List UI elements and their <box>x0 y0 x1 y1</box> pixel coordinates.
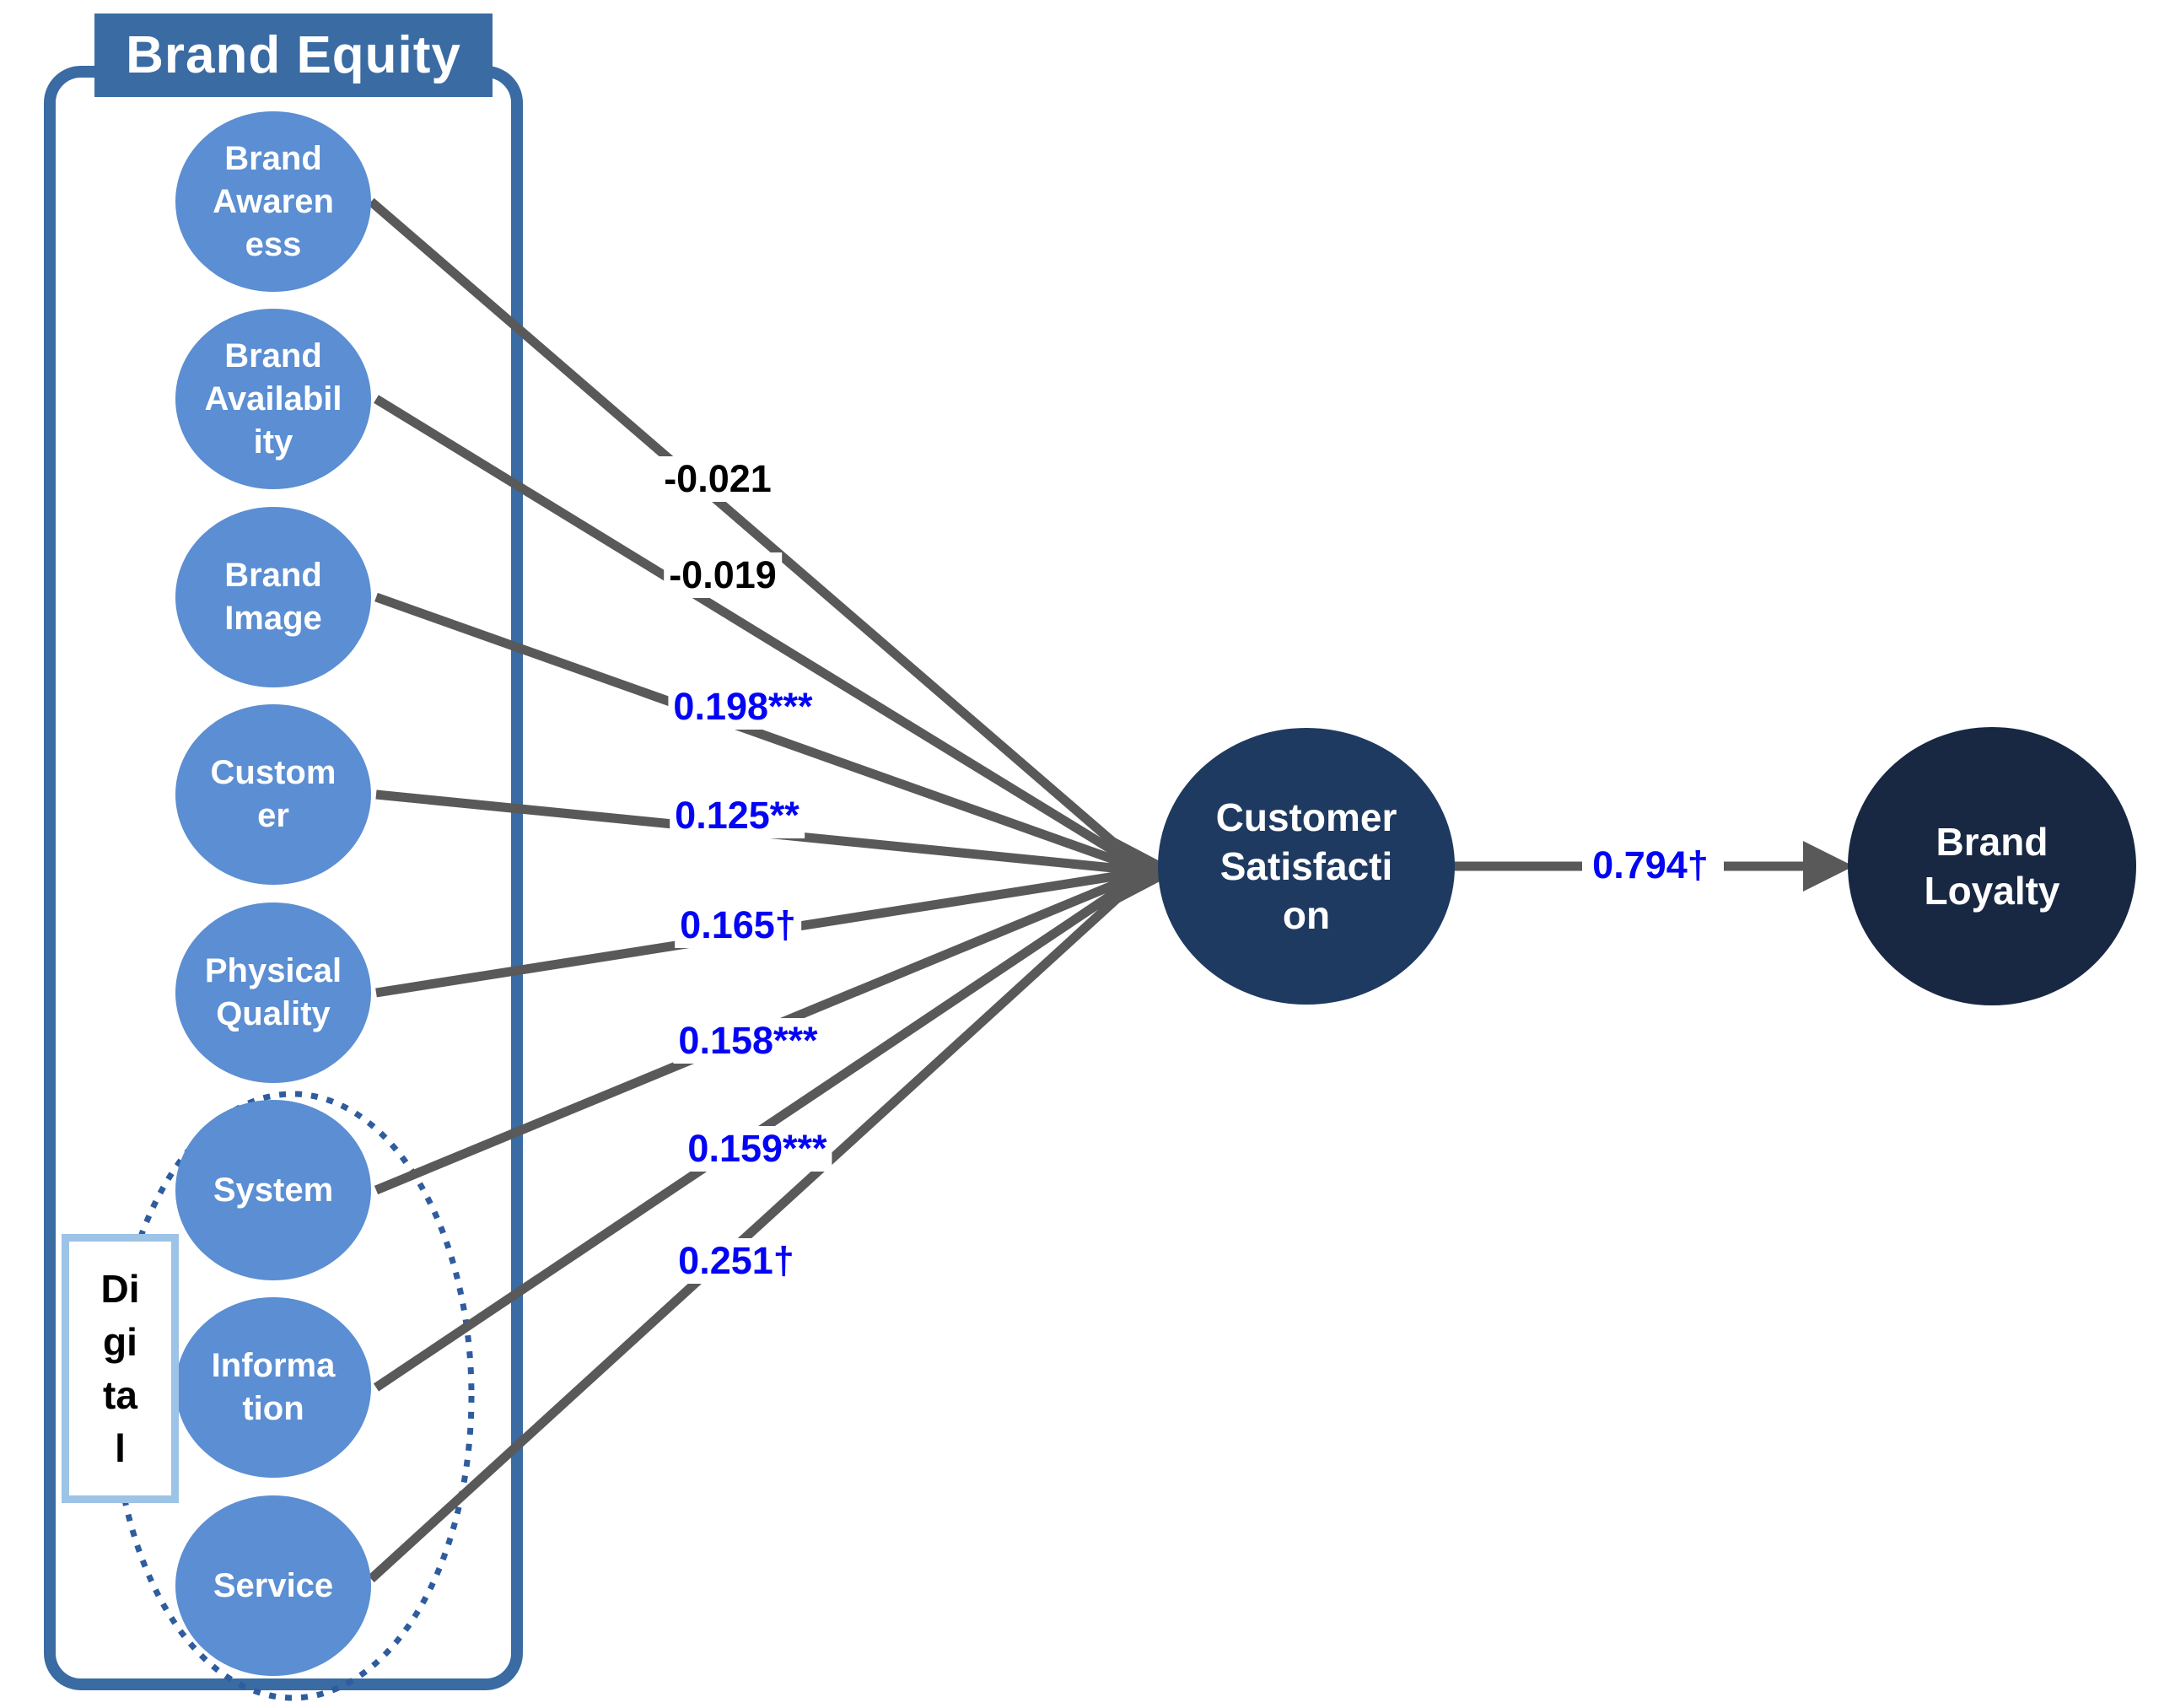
customer-satisfaction-node: Customer Satisfacti on <box>1158 728 1455 1005</box>
brand-equity-title: Brand Equity <box>94 13 493 97</box>
digital-group-ellipse <box>110 1091 475 1701</box>
outcome-arrowhead-icon <box>1803 841 1854 892</box>
coefficient-label-service: 0.251† <box>673 1238 799 1284</box>
construct-node-physical-quality: Physical Quality <box>175 902 371 1083</box>
construct-node-brand-awareness: Brand Awaren ess <box>175 111 371 292</box>
construct-node-information: Informa tion <box>175 1297 371 1478</box>
coefficient-label-outcome-path: 0.794† <box>1587 843 1714 888</box>
construct-node-system: System <box>175 1100 371 1280</box>
brand-loyalty-node: Brand Loyalty <box>1848 727 2136 1005</box>
digital-group-label: Di gi ta l <box>62 1234 179 1503</box>
construct-node-customer: Custom er <box>175 704 371 885</box>
construct-node-brand-image: Brand Image <box>175 507 371 687</box>
coefficient-label-physical-quality: 0.165† <box>675 902 801 948</box>
path-line-brand-awareness <box>368 197 1150 876</box>
coefficient-label-brand-availability: -0.019 <box>664 552 782 598</box>
path-line-service <box>368 867 1150 1583</box>
path-line-brand-availability <box>374 395 1149 876</box>
coefficient-label-system: 0.158*** <box>673 1018 823 1064</box>
path-line-brand-image <box>374 592 1149 876</box>
coefficient-label-brand-awareness: -0.021 <box>659 456 777 502</box>
coefficient-label-customer: 0.125** <box>670 793 805 838</box>
convergence-arrowhead-icon <box>1112 836 1179 907</box>
coefficient-label-brand-image: 0.198*** <box>668 684 818 730</box>
construct-node-brand-availability: Brand Availabil ity <box>175 309 371 489</box>
brand-equity-frame <box>44 66 523 1690</box>
construct-node-service: Service <box>175 1495 371 1676</box>
coefficient-label-information: 0.159*** <box>682 1126 832 1172</box>
